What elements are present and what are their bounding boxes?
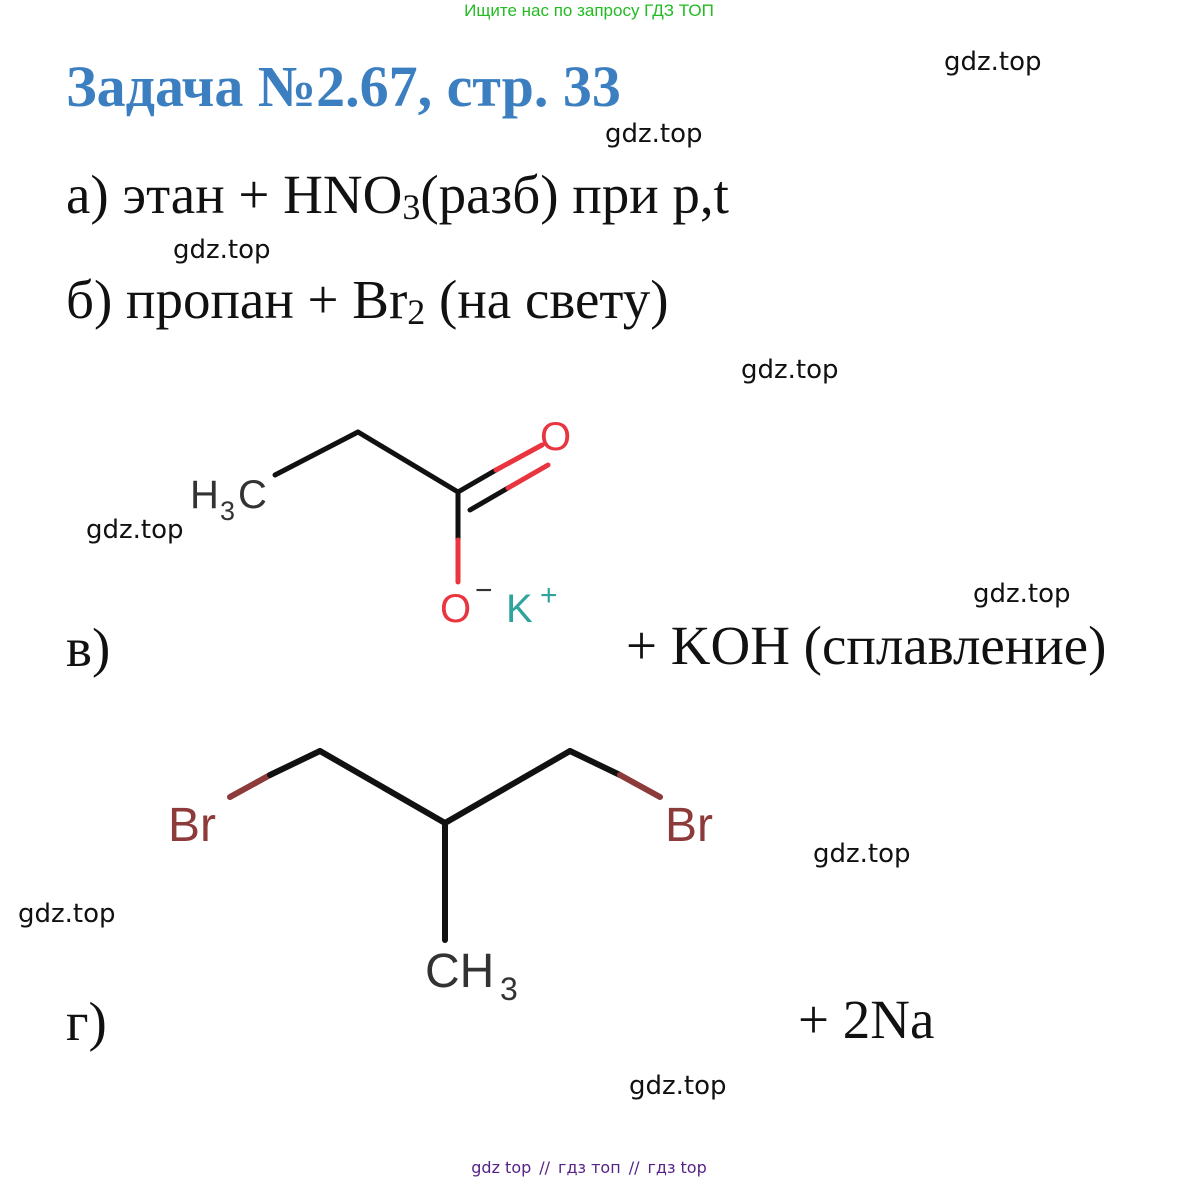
dibromomethylpropane-structure: Br Br CH 3 <box>168 748 713 1007</box>
h3c-c: C <box>238 473 267 517</box>
bond <box>467 485 511 513</box>
bromine-left: Br <box>168 799 216 852</box>
watermark: gdz.top <box>944 47 1042 77</box>
methyl-ch: CH <box>425 945 494 998</box>
methyl-subscript: 3 <box>500 971 518 1007</box>
watermark: gdz.top <box>173 235 271 265</box>
h3c-h: H <box>190 473 219 517</box>
footer-separator: // <box>539 1158 551 1177</box>
watermark: gdz.top <box>629 1071 727 1101</box>
watermark: gdz.top <box>813 839 911 869</box>
task-v-label: в) <box>66 617 111 678</box>
oxide-oxygen: O <box>440 587 471 631</box>
watermark: gdz.top <box>18 899 116 929</box>
bromine-right: Br <box>665 799 713 852</box>
bond <box>227 772 273 800</box>
task-b: б) пропан + Br2 (на свету) <box>66 268 669 332</box>
task-g-label: г) <box>66 991 107 1052</box>
footer-link[interactable]: гдз top <box>647 1158 707 1177</box>
potassium-propanoate-structure: H 3 C O O − K + <box>190 415 571 631</box>
bond <box>493 442 545 473</box>
promo-banner: Ищите нас по запросу ГДЗ ТОП <box>464 1 714 20</box>
footer-separator: // <box>628 1158 640 1177</box>
task-a-post: (разб) при p,t <box>420 164 729 225</box>
bond <box>267 748 323 778</box>
potassium: K <box>506 587 533 631</box>
positive-charge: + <box>540 579 558 612</box>
bond <box>455 467 499 495</box>
task-b-post: (на свету) <box>425 269 669 330</box>
footer-link[interactable]: gdz top <box>471 1158 532 1177</box>
task-a: а) этан + HNO3(разб) при p,t <box>66 163 729 227</box>
watermark: gdz.top <box>86 515 184 545</box>
bond <box>272 429 361 478</box>
task-g-reagent: + 2Na <box>798 989 935 1050</box>
negative-charge: − <box>475 574 493 607</box>
task-b-sub: 2 <box>407 292 426 332</box>
bond <box>355 429 461 495</box>
bond <box>505 462 551 491</box>
bond <box>442 748 573 826</box>
task-a-pre: а) этан + HNO <box>66 164 403 225</box>
bond <box>567 748 623 778</box>
h3c-subscript: 3 <box>220 496 235 526</box>
watermark: gdz.top <box>741 355 839 385</box>
watermark: gdz.top <box>605 119 703 149</box>
carbonyl-oxygen: O <box>540 415 571 459</box>
bond <box>317 748 448 826</box>
task-a-sub: 3 <box>402 187 421 227</box>
watermark: gdz.top <box>973 579 1071 609</box>
task-b-pre: б) пропан + Br <box>66 269 408 330</box>
footer-links: gdz top // гдз топ // гдз top <box>0 1156 1178 1180</box>
footer-link[interactable]: гдз топ <box>558 1158 621 1177</box>
bond <box>617 772 663 800</box>
task-v-reagent: + KOH (сплавление) <box>626 615 1107 676</box>
page-title: Задача №2.67, стр. 33 <box>66 54 621 119</box>
